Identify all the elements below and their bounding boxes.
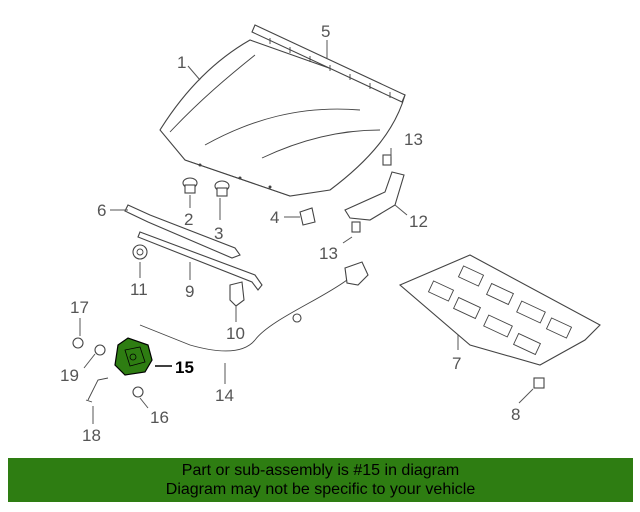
callout-13-top: 13	[404, 130, 423, 149]
callout-18: 18	[82, 426, 101, 445]
hinge-bracket-part	[344, 171, 405, 221]
callout-6: 6	[97, 201, 106, 220]
callout-7: 7	[452, 354, 461, 373]
callout-8: 8	[511, 405, 520, 424]
callout-10: 10	[226, 324, 245, 343]
callout-1: 1	[177, 53, 186, 72]
clip-part	[299, 207, 316, 226]
callout-15: 15	[175, 358, 194, 377]
callout-2: 2	[184, 210, 193, 229]
callout-9: 9	[185, 282, 194, 301]
bolt-part	[72, 337, 144, 398]
info-banner: Part or sub-assembly is #15 in diagram D…	[8, 458, 633, 502]
callout-16: 16	[150, 408, 169, 427]
rod-part	[85, 377, 109, 403]
banner-line-1: Part or sub-assembly is #15 in diagram	[181, 462, 460, 479]
weatherstrip-part	[251, 24, 406, 103]
hood-insulator-part	[398, 254, 601, 366]
callout-19: 19	[60, 366, 79, 385]
hood-bumper-part	[182, 177, 198, 194]
hood-part	[159, 39, 406, 197]
callout-14: 14	[215, 386, 234, 405]
bolt-part	[351, 154, 392, 233]
callout-4: 4	[270, 208, 279, 227]
banner-line-2: Diagram may not be specific to your vehi…	[165, 481, 476, 498]
prop-rod-part	[137, 231, 263, 291]
callout-17: 17	[70, 298, 89, 317]
callout-5: 5	[321, 22, 330, 41]
holder-part	[229, 281, 245, 307]
grommet-part	[132, 244, 148, 260]
callout-13-bottom: 13	[319, 244, 338, 263]
callout-3: 3	[214, 224, 223, 243]
callout-12: 12	[409, 212, 428, 231]
seal-strip-part	[124, 204, 241, 259]
callout-11: 11	[130, 280, 148, 299]
latch-cable-part	[139, 261, 369, 352]
leader-lines	[79, 40, 534, 424]
hood-bumper-part	[214, 180, 230, 197]
highlighted-part-15	[114, 337, 153, 376]
clip-part	[533, 377, 545, 389]
parts-diagram: 1 5 2 3 4 6 13 12 13 11 9 10 14 7 8 17 1…	[60, 22, 601, 445]
